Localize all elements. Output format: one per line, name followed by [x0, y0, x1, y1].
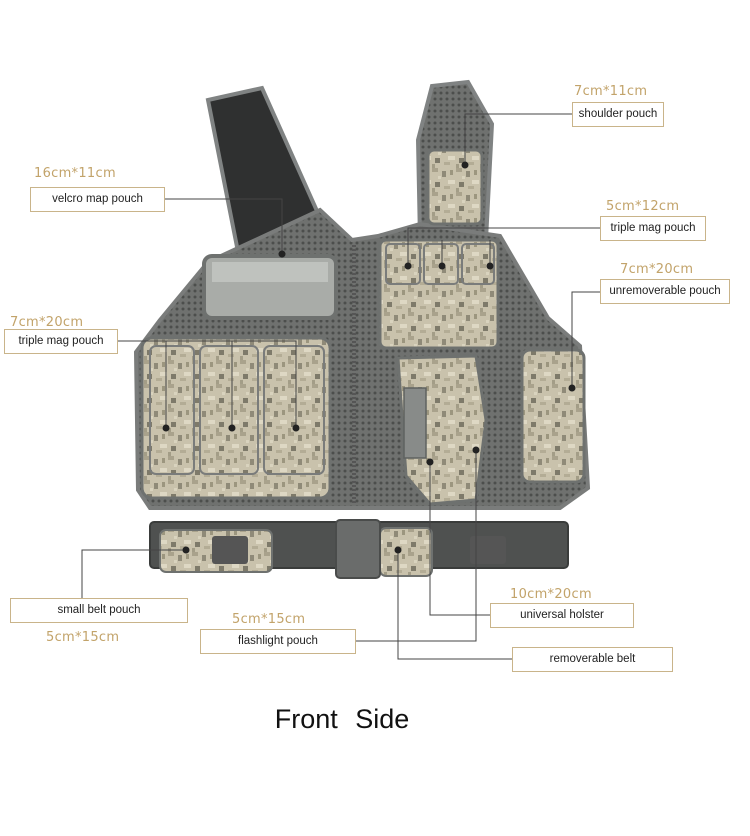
unremoverable-pouch-size: 7cm*20cm — [620, 262, 694, 277]
shoulder-pouch-size: 7cm*11cm — [574, 84, 648, 99]
triple-mag-pouch-right-label: triple mag pouch — [600, 216, 706, 241]
flashlight-pouch — [379, 527, 433, 577]
unremoverable-pouch-label: unremoverable pouch — [600, 279, 730, 304]
unremoverable-pouch — [520, 348, 586, 484]
belt-clip-left — [212, 536, 248, 564]
diagram-title: Front Side — [274, 704, 410, 734]
small-belt-pouch-size: 5cm*15cm — [46, 630, 120, 645]
shoulder-pouch — [426, 148, 484, 226]
triple-mag-pouch-left-label: triple mag pouch — [4, 329, 118, 354]
universal-holster-label: universal holster — [490, 603, 634, 628]
belt-clip-right — [470, 536, 506, 564]
removerable-belt-label: removerable belt — [512, 647, 673, 672]
flashlight-pouch-size: 5cm*15cm — [232, 612, 306, 627]
leader-dots — [162, 161, 576, 554]
small-belt-pouch-label: small belt pouch — [10, 598, 188, 623]
belt-buckle — [335, 519, 381, 579]
shoulder-pouch-label: shoulder pouch — [572, 102, 664, 127]
triple-mag-pouch-left-size: 7cm*20cm — [10, 315, 84, 330]
velcro-map-pouch-label: velcro map pouch — [30, 187, 165, 212]
flashlight-pouch-label: flashlight pouch — [200, 629, 356, 654]
velcro-map-pouch-size: 16cm*11cm — [34, 166, 116, 181]
universal-holster-size: 10cm*20cm — [510, 587, 592, 602]
triple-mag-pouch-right-size: 5cm*12cm — [606, 199, 680, 214]
